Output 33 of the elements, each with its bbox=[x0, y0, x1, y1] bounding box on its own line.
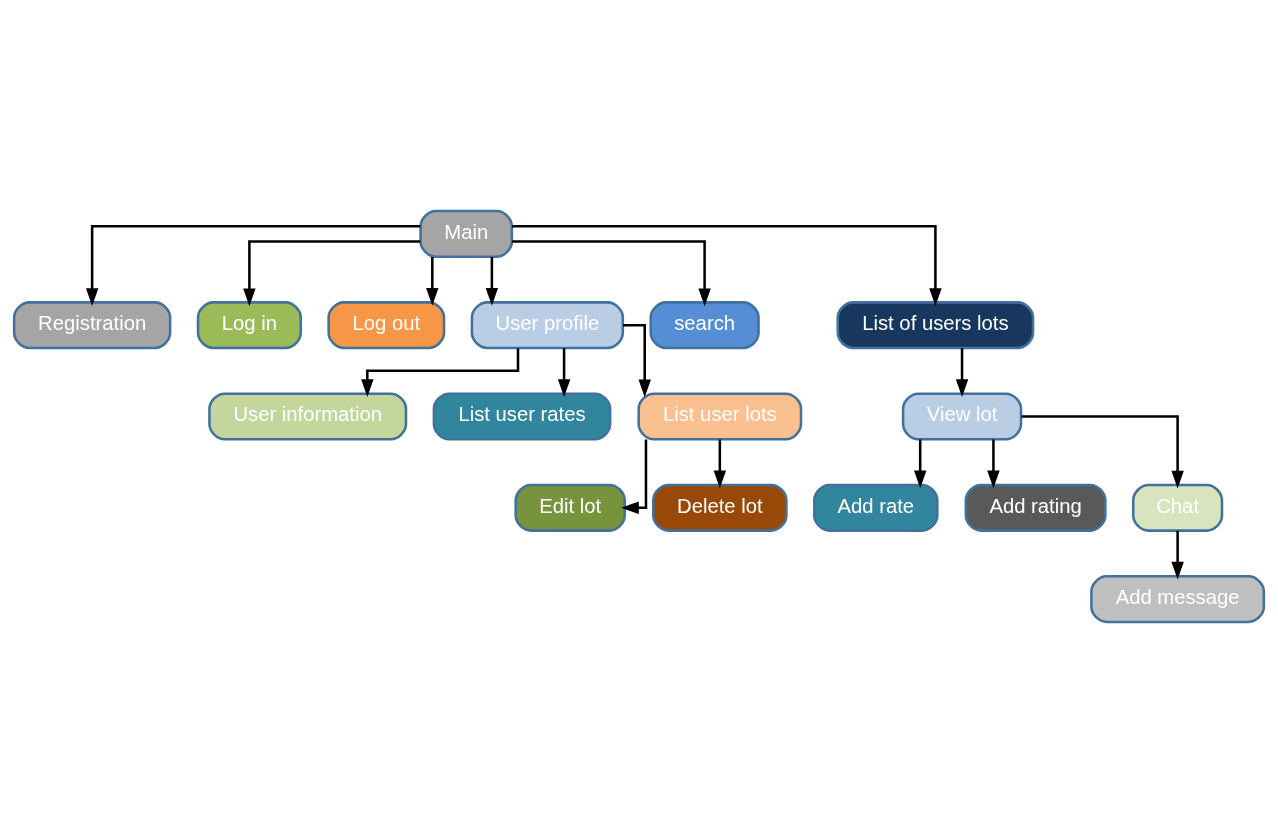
node-box: List of users lots bbox=[836, 300, 1035, 349]
node-box: Add message bbox=[1090, 574, 1266, 623]
node-box: Add rate bbox=[813, 483, 939, 532]
arrow bbox=[955, 347, 969, 397]
node-box: Log in bbox=[196, 300, 302, 349]
arrow bbox=[913, 439, 927, 488]
node-box: Registration bbox=[12, 300, 172, 349]
arrow bbox=[621, 439, 648, 514]
node-box: search bbox=[649, 300, 760, 349]
node-box: List user rates bbox=[432, 391, 612, 441]
arrow bbox=[713, 439, 727, 488]
arrow bbox=[987, 439, 1000, 488]
node-box: Log out bbox=[327, 300, 446, 349]
node-box: Add rating bbox=[964, 483, 1107, 532]
arrow bbox=[361, 348, 520, 397]
node-box: User profile bbox=[470, 300, 625, 349]
node-box: Chat bbox=[1131, 483, 1224, 532]
arrow bbox=[243, 239, 421, 306]
arrow bbox=[85, 224, 421, 306]
arrow bbox=[512, 239, 711, 306]
node-box: Delete lot bbox=[652, 483, 788, 532]
arrow bbox=[623, 323, 651, 397]
node-box: List user lots bbox=[637, 391, 803, 441]
arrow bbox=[557, 347, 571, 397]
arrow bbox=[1171, 530, 1184, 580]
arrow bbox=[485, 256, 499, 306]
node-box: Edit lot bbox=[514, 483, 626, 532]
arrow bbox=[426, 256, 439, 306]
node-box: User information bbox=[208, 391, 408, 441]
node-box: View lot bbox=[901, 391, 1023, 441]
node-box: Main bbox=[419, 209, 514, 258]
arrow bbox=[512, 224, 942, 306]
arrow bbox=[1021, 414, 1184, 489]
